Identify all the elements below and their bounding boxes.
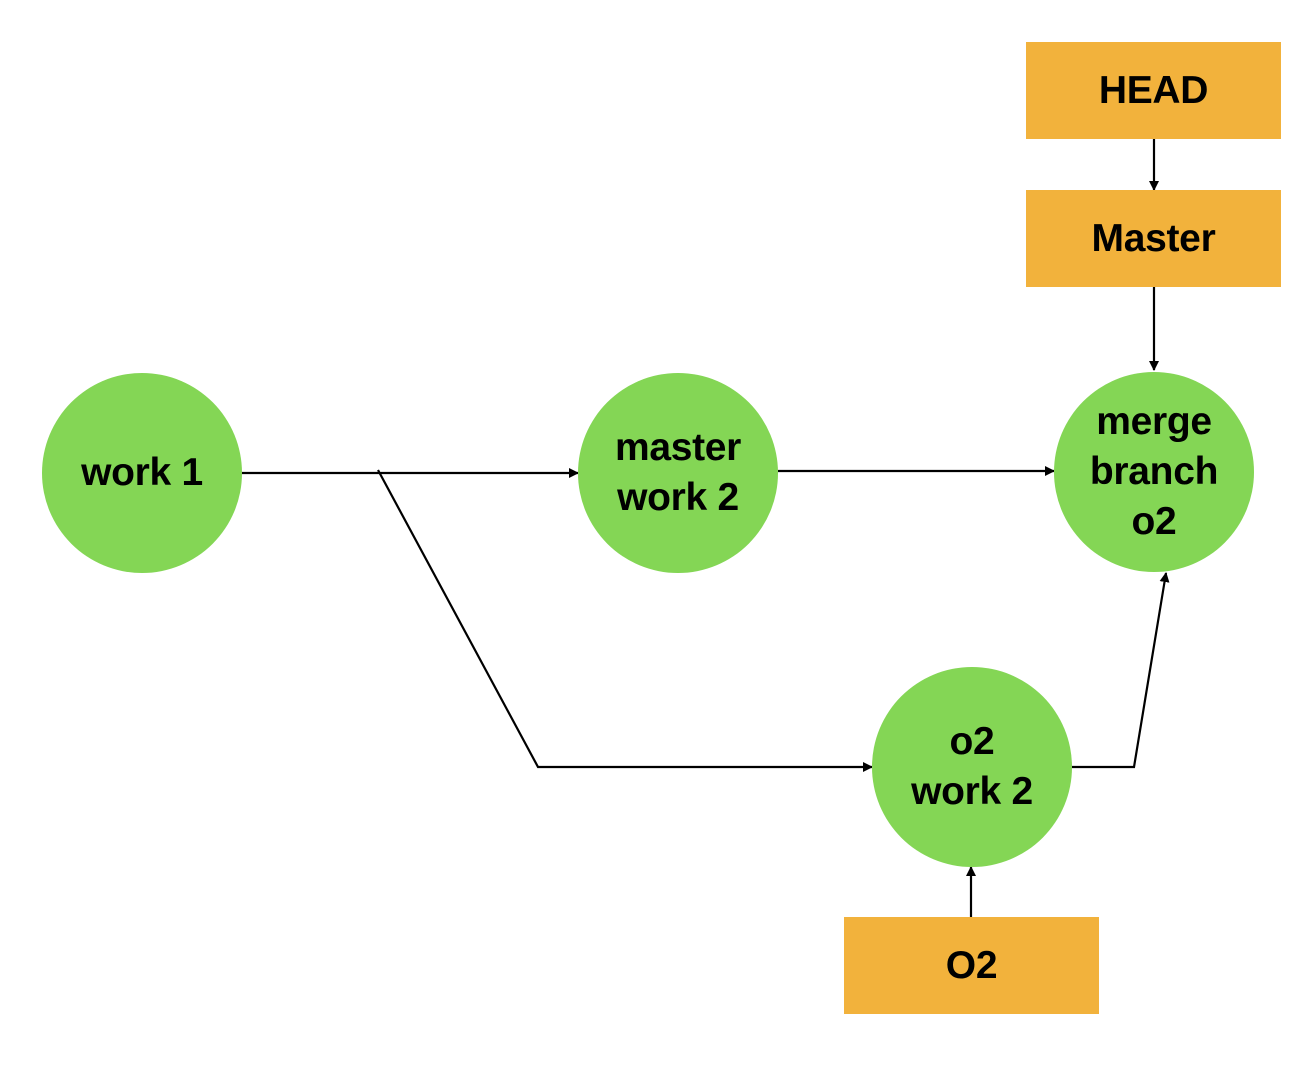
commit-work-1: work 1 [42,373,242,573]
ref-master: Master [1026,190,1281,287]
commit-merge-branch-o2: merge branch o2 [1054,372,1254,572]
edge-work1-to-o2-work2 [377,469,873,772]
ref-o2: O2 [844,917,1099,1014]
commit-master-work-2: master work 2 [578,373,778,573]
ref-head: HEAD [1026,42,1281,139]
edge-o2-work2-to-merge [1072,572,1170,769]
commit-o2-work-2: o2 work 2 [872,667,1072,867]
